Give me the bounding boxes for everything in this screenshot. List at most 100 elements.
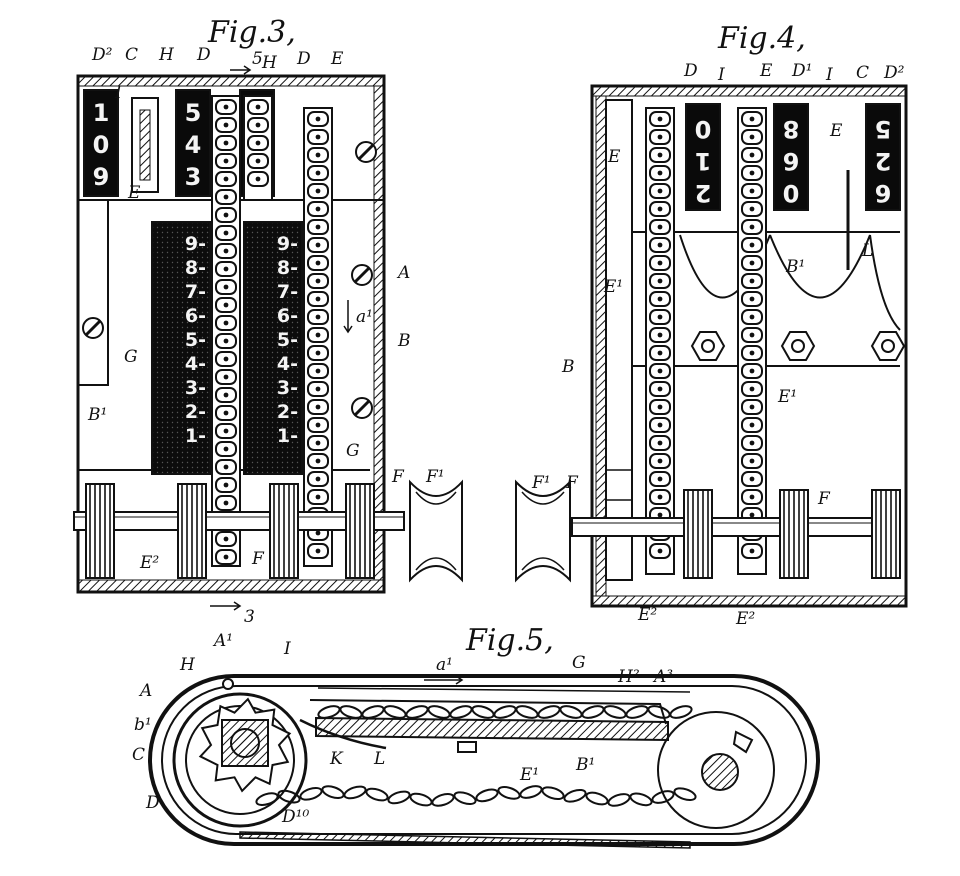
fig3-chain-1-link [215, 477, 237, 493]
fig4-chain-2-link [741, 489, 763, 505]
fig3-chain-2-pin [315, 476, 321, 482]
fig3-title: Fig.3, [207, 15, 296, 50]
fig5-label-b1: b¹ [134, 715, 152, 735]
fig3-scale-2-tick: 5- [277, 329, 298, 351]
fig3-chain-1-pin [223, 374, 229, 380]
fig3-label-a1: a¹ [356, 307, 373, 327]
fig3-chain-2-pin [315, 494, 321, 500]
fig3-label-d3: D [296, 49, 311, 69]
fig4-chain-1-link [649, 219, 671, 235]
fig4-chain-1-link [649, 543, 671, 559]
fig3-chain-1-link [215, 225, 237, 241]
fig3-label-e2: E² [139, 553, 159, 573]
fig3-chain-2-pin [315, 386, 321, 392]
fig4-chain-1-link [649, 165, 671, 181]
fig3-chain-2-link [307, 309, 329, 325]
fig3-chain-1-pin [223, 158, 229, 164]
fig5-chain-bottom-link [321, 785, 345, 799]
fig3-chain-2-link [307, 471, 329, 487]
fig4-wheel-2-digit: 0 [783, 179, 800, 207]
fig4-label-e2b: E² [735, 609, 755, 629]
fig5-chain-bottom-link [519, 785, 543, 799]
fig3-chain-1-link [215, 531, 237, 547]
fig3-chain-1-pin [223, 500, 229, 506]
fig3-chain-1-pin [223, 392, 229, 398]
fig3-chain-2-pin [315, 314, 321, 320]
fig4-chain-2-link [741, 453, 763, 469]
fig5-chain-top-link [471, 705, 495, 719]
fig3-chain-2-pin [315, 152, 321, 158]
fig3-scale-1-tick: 4- [185, 353, 206, 375]
fig3-scale-1-tick: 1- [185, 425, 206, 447]
fig5-chain-top-link [427, 705, 451, 719]
fig3-chain-1-link [215, 99, 237, 115]
fig3-wheel-1: 109 [83, 89, 119, 197]
fig3-chain-1-pin [223, 194, 229, 200]
fig3-chain-1-link [215, 189, 237, 205]
fig3-chain-1-link [215, 135, 237, 151]
fig5-chain-bottom-link [673, 787, 697, 802]
fig3-label-d: D [196, 45, 211, 65]
fig4-chain-1-link [649, 255, 671, 271]
fig3-chain-1-pin [223, 446, 229, 452]
fig5-label-big-b1: B¹ [575, 755, 595, 775]
fig4-chain-2-pin [749, 170, 755, 176]
fig5-chain-bottom-link [343, 785, 367, 800]
fig3-chain-2-pin [315, 242, 321, 248]
fig4-wheel-1-digit: 1 [695, 147, 712, 175]
fig3-chain-1-link [215, 495, 237, 511]
fig3-chain-1-pin [223, 536, 229, 542]
fig3-chain-1-link [215, 351, 237, 367]
fig3-label-h2: H [261, 53, 278, 73]
fig3-chain-1-pin [223, 428, 229, 434]
fig3-chain-2-pin [315, 260, 321, 266]
fig4-chain-2-pin [749, 116, 755, 122]
fig3-chain-1-link [215, 549, 237, 565]
fig3-chain-2-pin [315, 278, 321, 284]
fig3-chain-1-pin [223, 464, 229, 470]
fig5-chain-bottom-link [431, 793, 455, 807]
fig4-chain-1-pin [657, 350, 663, 356]
fig3-label-h: H [158, 45, 175, 65]
fig3-chain-2-pin [315, 170, 321, 176]
fig3-scale-2-tick: 3- [277, 377, 298, 399]
fig5-chain-top-link [405, 705, 429, 719]
fig4-chain-2-pin [749, 476, 755, 482]
fig5-chain-bottom-link [607, 793, 631, 807]
fig3-chain-1-link [215, 153, 237, 169]
fig4-chain-1-pin [657, 224, 663, 230]
fig4-gear [683, 489, 713, 579]
fig3-chain-1-link [215, 279, 237, 295]
fig4-chain-2-pin [749, 242, 755, 248]
fig3-spool [409, 479, 463, 583]
fig5-chain-top-link [317, 705, 341, 719]
fig3-scale-1-tick: 9- [185, 233, 206, 255]
fig3-chain-1-pin [223, 266, 229, 272]
fig4-label-f1: F¹ [531, 473, 551, 493]
fig3-label-3: 3 [244, 607, 255, 627]
fig3-chain-2-link [307, 435, 329, 451]
fig4-labels: D I E D¹ I C D² E E¹ E B¹ L B E¹ F F¹ F … [531, 61, 905, 629]
fig3-chain-1-link [215, 261, 237, 277]
fig5-chain-bottom-link [387, 790, 411, 805]
fig4-label-e1: E¹ [603, 277, 623, 297]
fig3-chain-3-pin [255, 140, 261, 146]
fig3-chain-2-link [307, 327, 329, 343]
fig4-label-b1: B¹ [785, 257, 805, 277]
fig4-chain-1-pin [657, 404, 663, 410]
fig4-label-i: I [717, 65, 725, 85]
fig4-chain-2-pin [749, 278, 755, 284]
fig3-chain-2-pin [315, 458, 321, 464]
fig4-shaft-gears [683, 489, 901, 579]
fig5-chain-bottom-link [585, 791, 609, 806]
fig5-chain-bottom-link [255, 792, 279, 806]
fig3-chain-1-link [215, 459, 237, 475]
fig3-chain-1-pin [223, 302, 229, 308]
fig4-chain-2-pin [749, 548, 755, 554]
fig3-chain-2-pin [315, 404, 321, 410]
fig3-chain-2-pin [315, 350, 321, 356]
fig3-chain-1-link [215, 117, 237, 133]
fig5-chain-top-link [647, 705, 671, 719]
